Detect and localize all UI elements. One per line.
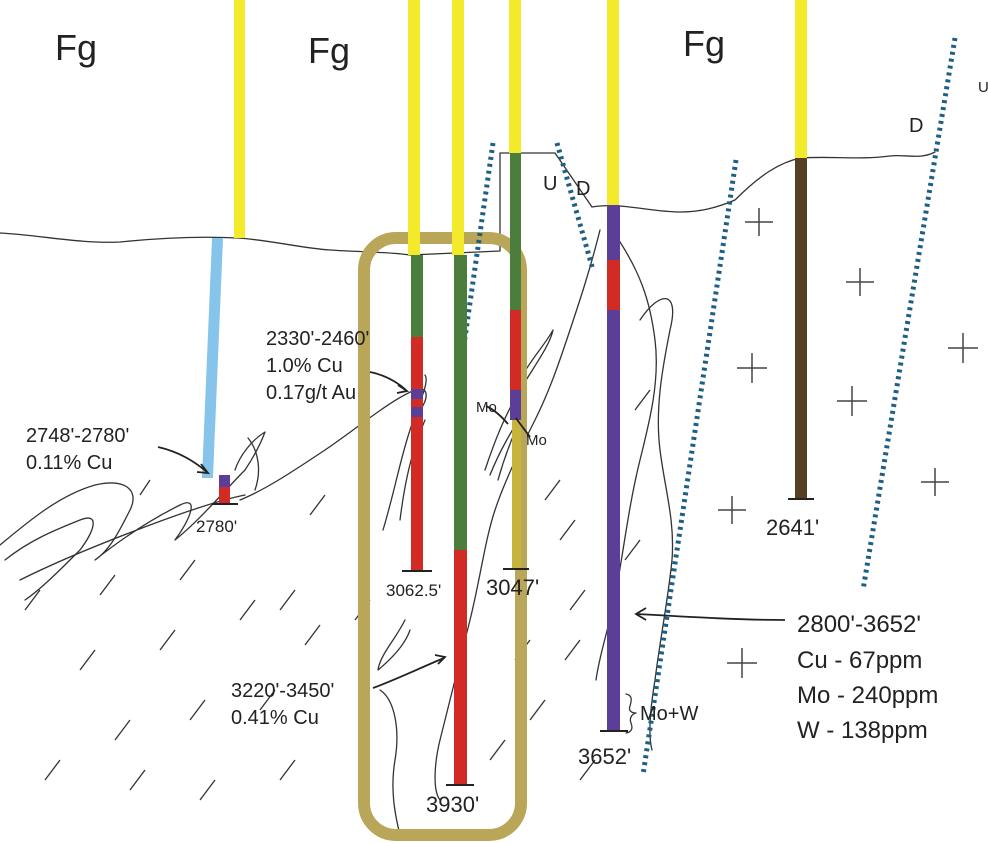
fault-label-d-right: D <box>909 115 923 137</box>
hole-c-depth: 3930' <box>426 792 479 817</box>
hole-e-mo: Mo - 240ppm <box>797 682 938 709</box>
hole-e-interval: 2800'-3652' <box>797 611 921 638</box>
hole-a-interval: 2748'-2780' <box>26 425 129 447</box>
hole-f-depth: 2641' <box>766 515 819 540</box>
hole-a-grade: 0.11% Cu <box>26 452 112 474</box>
hole-e-w: W - 138ppm <box>797 717 928 744</box>
drill-hole-c <box>446 0 474 786</box>
hatch-marks <box>24 389 651 801</box>
drill-hole-a <box>201 0 245 505</box>
ground-surface <box>0 151 936 256</box>
formation-label-2: Fg <box>308 30 350 71</box>
fault-lines <box>458 37 958 776</box>
hole-c-grade: 0.41% Cu <box>231 707 319 729</box>
hole-b-au: 0.17g/t Au <box>266 382 356 404</box>
hole-a-purple-segment <box>219 475 230 487</box>
highlight-box <box>358 232 527 841</box>
drill-hole-d <box>503 0 529 570</box>
mo-w-bracket <box>625 693 637 734</box>
hole-d-depth: 3047' <box>486 575 539 600</box>
alteration-sketch <box>0 229 674 836</box>
leader-arrows <box>157 371 786 689</box>
hole-b-cu: 1.0% Cu <box>266 355 343 377</box>
hole-a-depth: 2780' <box>196 517 237 536</box>
fault-label-d: D <box>576 178 590 200</box>
hole-b-depth: 3062.5' <box>386 581 441 600</box>
hole-a-upper-segment <box>201 238 224 478</box>
hole-a-red-segment <box>219 487 230 503</box>
fault-label-u-right: U <box>978 79 988 96</box>
drill-hole-e <box>600 0 628 732</box>
mo-label-2: Mo <box>526 432 547 449</box>
mo-label-1: Mo <box>476 399 497 416</box>
formation-label-1: Fg <box>55 27 97 68</box>
fault-label-u: U <box>543 173 557 195</box>
drill-hole-f <box>788 0 814 500</box>
hole-a-collar-segment <box>234 0 245 238</box>
drill-hole-b <box>402 0 432 572</box>
plus-marks <box>718 208 978 678</box>
mo-w-label: Mo+W <box>640 703 698 725</box>
hole-e-cu: Cu - 67ppm <box>797 647 922 674</box>
hole-c-interval: 3220'-3450' <box>231 680 334 702</box>
hole-e-depth: 3652' <box>578 744 631 769</box>
hole-b-interval: 2330'-2460' <box>266 328 369 350</box>
formation-label-3: Fg <box>683 23 725 64</box>
